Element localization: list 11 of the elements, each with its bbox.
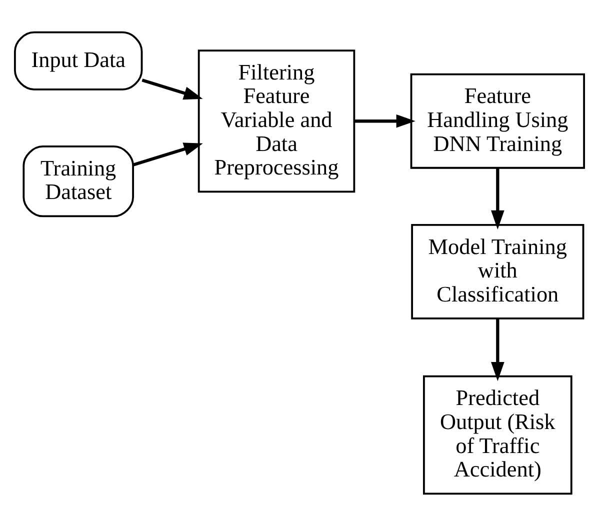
node-box: Feature Handling Using DNN Training [410,73,585,169]
arrow [142,78,203,100]
arrow [132,142,203,166]
node-box: Predicted Output (Risk of Traffic Accident) [423,375,572,495]
arrow [354,114,416,128]
arrow [490,168,504,230]
arrow [490,318,504,382]
node-box: Filtering Feature Variable and Data Preprocessing [198,50,356,193]
node-box: Input Data [14,31,143,90]
node-box: Training Dataset [22,146,134,218]
node-box: Model Training with Classification [411,224,584,320]
